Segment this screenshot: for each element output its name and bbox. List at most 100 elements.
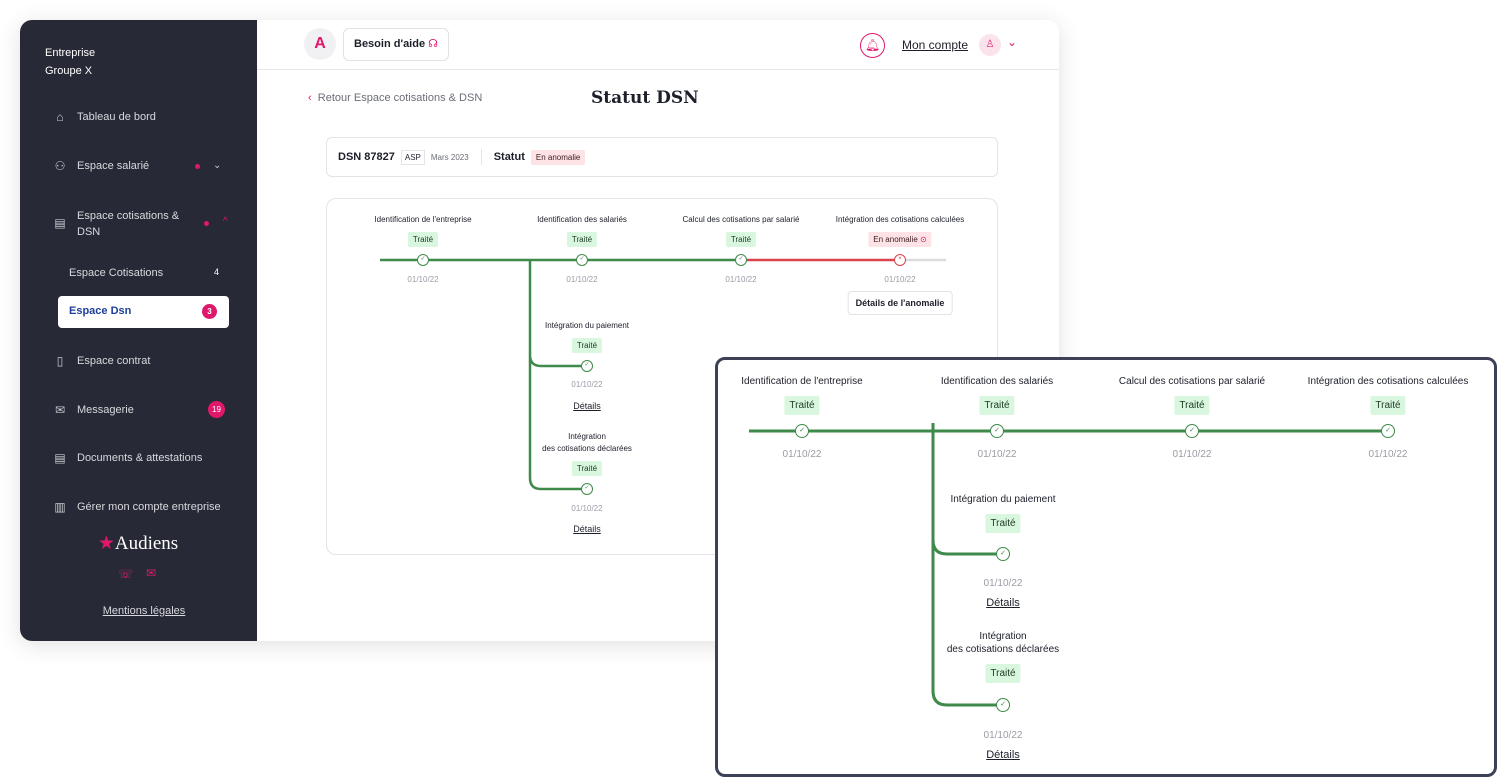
step-label: Calcul des cotisations par salarié [682,215,800,224]
nav-label: Espace salarié [77,160,150,172]
legal-link[interactable]: Mentions légales [102,605,186,617]
step-date: 01/10/22 [1172,449,1212,460]
zoomed-timeline-panel [715,357,1497,777]
logo-text: Audiens [114,533,179,554]
branch-label: Intégration [979,631,1027,642]
file-icon: ▯ [56,354,64,368]
anomaly-details-button[interactable]: Détails de l'anomalie [847,291,953,315]
chevron-down-icon[interactable]: ⌄ [213,160,222,171]
details-link[interactable]: Détails [986,749,1020,761]
step-status-badge: Traité [1370,396,1406,415]
nav-label: Tableau de bord [77,111,156,123]
step-status-badge: Traité [725,232,757,247]
mail-icon: ✉ [54,403,66,417]
step-status-badge: Traité [784,396,820,415]
status-text: Traité [412,235,434,244]
check-icon: ✓ [735,254,747,266]
mail-icon[interactable]: ✉ [146,566,157,580]
step-label: Intégration des cotisations calculées [1307,376,1469,387]
sidebar-item-contract[interactable]: ▯Espace contrat [53,354,151,368]
help-circle-icon[interactable]: ⊙ [920,235,927,244]
page-title: Statut DSN [591,88,699,108]
check-icon: ✓ [996,547,1010,561]
step-label: Identification de l'entreprise [741,376,863,387]
details-link[interactable]: Détails [573,524,601,534]
status-badge: En anomalie [530,149,586,165]
check-icon: ✓ [1381,424,1395,438]
sidebar-item-employees[interactable]: ⚇ Espace salarié [53,159,150,173]
step-label: Intégration des cotisations calculées [835,215,965,224]
company-name: Groupe X [45,65,93,77]
step-date: 01/10/22 [1368,449,1408,460]
phone-icon[interactable]: ☏ [118,567,134,581]
step-status-badge: Traité [407,232,439,247]
help-button[interactable]: Besoin d'aide ☊ [343,28,449,61]
branch-status-badge: Traité [571,461,603,476]
user-avatar-icon[interactable]: ♙ [979,34,1001,56]
step-date: 01/10/22 [566,275,598,284]
documents-icon: ▤ [54,451,66,465]
home-icon: ⌂ [56,110,64,124]
dsn-id: DSN 87827 [338,151,395,163]
details-link[interactable]: Détails [986,597,1020,609]
check-icon: ✓ [996,698,1010,712]
nav-label: Documents & attestations [77,452,203,464]
sidebar-item-documents[interactable]: ▤ Documents & attestations [53,451,202,465]
sidebar: Entreprise Groupe X ⌂Tableau de bord ⚇Es… [20,20,257,641]
branch-date: 01/10/22 [983,730,1023,741]
users-icon: ⚇ [54,159,66,173]
step-date: 01/10/22 [884,275,916,284]
zoom-timeline-branch [931,423,1003,707]
step-status-badge: Traité [566,232,598,247]
step-status-badge: Traité [1174,396,1210,415]
check-icon: ✓ [990,424,1004,438]
back-link[interactable]: ‹ Retour Espace cotisations & DSN [308,92,483,104]
branch-status-badge: Traité [985,664,1021,683]
account-link[interactable]: Mon compte [902,38,969,52]
branch-date: 01/10/22 [571,504,603,513]
branch-status-badge: Traité [985,514,1021,533]
dsn-period: Mars 2023 [430,152,469,162]
step-label: Identification des salariés [940,376,1054,387]
top-header: A Besoin d'aide ☊ 🔔︎ Mon compte ♙ ⌄ [257,20,1059,70]
branch-label: Intégration du paiement [950,494,1056,505]
app-window: Entreprise Groupe X ⌂Tableau de bord ⚇Es… [20,20,1059,641]
step-status-badge: En anomalie ⊙ [868,232,932,247]
nav-label: Messagerie [77,404,134,416]
dsn-tag: ASP [400,149,425,165]
audiens-logo: ★Audiens [97,533,179,554]
sidebar-item-dashboard[interactable]: ⌂ Tableau de bord [53,110,156,124]
sidebar-item-account[interactable]: ▥Gérer mon compte entreprise [53,500,220,514]
error-x-icon: × [894,254,906,266]
step-status-badge: Traité [979,396,1015,415]
sidebar-item-messages[interactable]: ✉ Messagerie [53,403,134,417]
bell-icon[interactable]: 🔔︎ [860,33,885,58]
step-label: Identification des salariés [537,215,627,224]
status-text: En anomalie [873,235,918,244]
check-icon: ✓ [576,254,588,266]
branch-date: 01/10/22 [571,380,603,389]
details-link[interactable]: Détails [573,401,601,411]
status-label: Statut [493,151,525,163]
sidebar-item-contributions[interactable]: ▤Espace cotisations & DSN [53,208,187,240]
step-date: 01/10/22 [782,449,822,460]
status-text: Traité [730,235,752,244]
chevron-down-icon[interactable]: ⌄ [1007,35,1018,49]
branch-label: Intégration [568,432,606,441]
app-logo[interactable]: A [304,28,336,60]
branch-status-badge: Traité [571,338,603,353]
count: 4 [213,267,219,277]
check-icon: ✓ [795,424,809,438]
branch-date: 01/10/22 [983,578,1023,589]
step-label: Identification de l'entreprise [374,215,472,224]
building-icon: ▥ [54,500,66,514]
count-badge: 3 [202,304,217,319]
check-icon: ✓ [581,360,593,372]
chevron-up-icon[interactable]: ^ [223,216,228,227]
branch-label: des cotisations déclarées [542,444,632,453]
step-date: 01/10/22 [977,449,1017,460]
document-calc-icon: ▤ [54,216,66,230]
